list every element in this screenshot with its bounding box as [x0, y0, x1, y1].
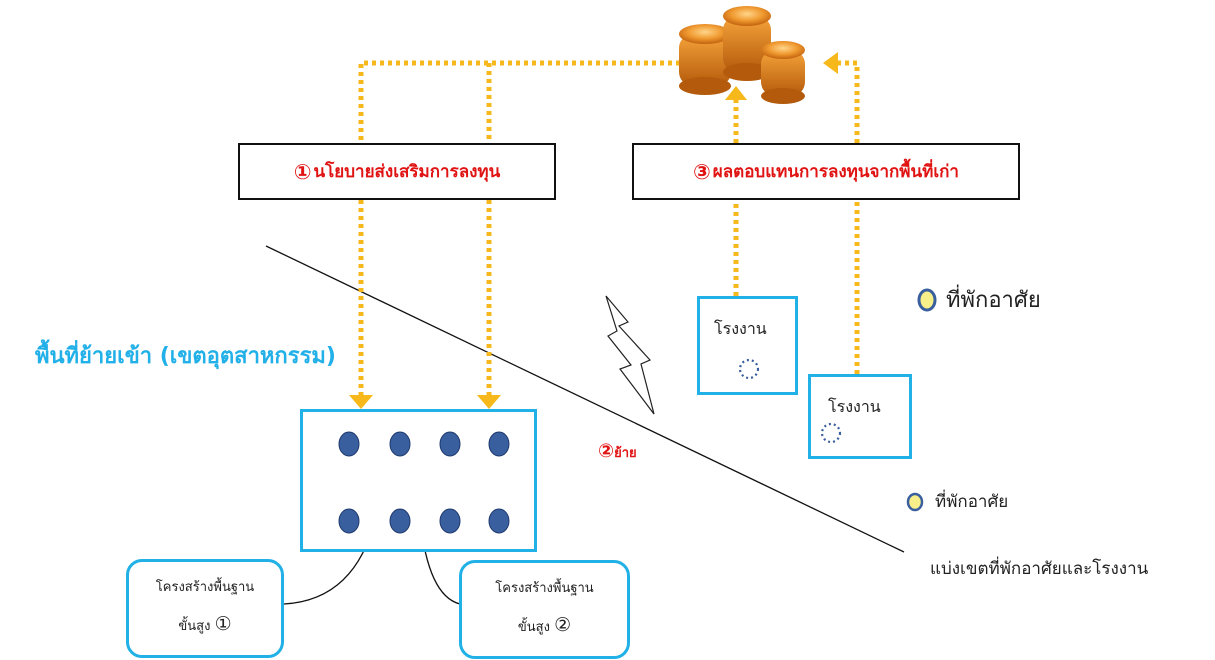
- infrastructure-box-1: โครงสร้างพื้นฐาน ขั้นสูง ①: [126, 559, 284, 658]
- return-box: ③ ผลตอบแทนการลงทุนจากพื้นที่เก่า: [632, 143, 1020, 200]
- zoning-label: แบ่งเขตที่พักอาศัยและโรงงาน: [930, 559, 1149, 579]
- company-dots: [338, 431, 510, 534]
- return-number: ③: [693, 159, 711, 184]
- return-label: ผลตอบแทนการลงทุนจากพื้นที่เก่า: [712, 162, 959, 182]
- residence-dot-icon: [917, 288, 937, 311]
- infrastructure-1-level: ขั้นสูง: [178, 619, 211, 634]
- residence-legend-2-label: ที่พักอาศัย: [935, 492, 1009, 512]
- vacated-site-icon: [738, 358, 760, 380]
- policy-number: ①: [293, 159, 312, 184]
- factory-1: โรงงาน: [697, 296, 798, 395]
- move-marker: ②ย้าย: [598, 440, 637, 463]
- flow-arrowheads: [349, 52, 838, 409]
- infrastructure-2-line2: ขั้นสูง ②: [462, 607, 627, 646]
- infrastructure-1-line1: โครงสร้างพื้นฐาน: [155, 580, 255, 595]
- factory-2-label: โรงงาน: [828, 397, 881, 416]
- policy-box: ① นโยบายส่งเสริมการลงทุน: [238, 143, 556, 200]
- industrial-zone-plants: [338, 431, 510, 534]
- investment-flow-arrows: [358, 60, 860, 395]
- residence-legend-2: ที่พักอาศัย: [905, 488, 1008, 515]
- lightning-bolt-icon: [605, 295, 655, 415]
- industrial-zone-box: [300, 409, 537, 552]
- infrastructure-2-level: ขั้นสูง: [517, 620, 550, 635]
- coin-stack-icon: [679, 6, 805, 104]
- vacated-site-icon: [820, 422, 842, 444]
- move-label: ย้าย: [614, 446, 637, 461]
- zone-divider-line: [265, 245, 905, 553]
- policy-label: นโยบายส่งเสริมการลงทุน: [313, 162, 501, 182]
- residence-legend-1: ที่พักอาศัย: [916, 282, 1041, 317]
- infrastructure-1-number: ①: [214, 613, 232, 635]
- infrastructure-2-line1: โครงสร้างพื้นฐาน: [495, 581, 594, 596]
- residence-legend-1-label: ที่พักอาศัย: [946, 288, 1041, 313]
- factory-2: โรงงาน: [808, 374, 912, 459]
- infrastructure-box-2: โครงสร้างพื้นฐาน ขั้นสูง ②: [459, 560, 630, 659]
- residence-dot-icon: [906, 492, 924, 511]
- factory-1-label: โรงงาน: [714, 319, 767, 338]
- infrastructure-2-number: ②: [554, 614, 572, 636]
- zone-title: พื้นที่ย้ายเข้า (เขตอุตสาหกรรม): [35, 344, 336, 369]
- move-number: ②: [598, 440, 615, 462]
- infrastructure-1-line2: ขั้นสูง ①: [129, 606, 281, 645]
